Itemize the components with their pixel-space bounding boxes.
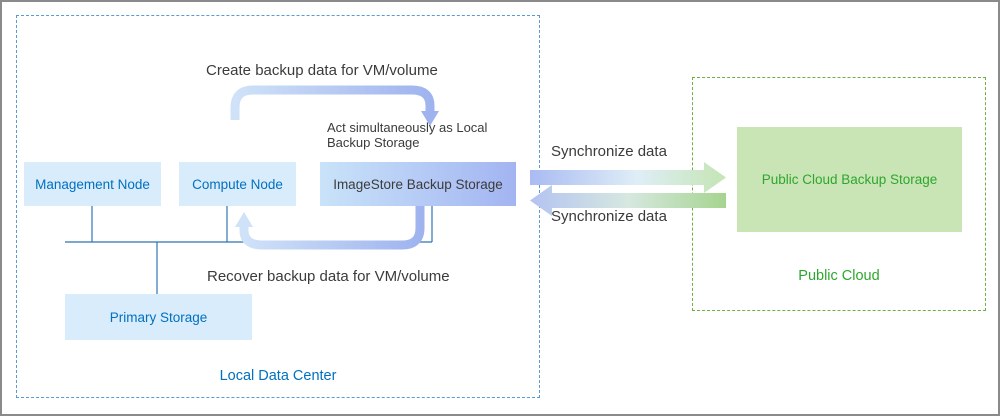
sync-to-cloud-arrow [530, 162, 726, 193]
public-cloud-backup-storage-box: Public Cloud Backup Storage [737, 127, 962, 232]
local-data-center-label: Local Data Center [219, 368, 337, 384]
sync-from-cloud-arrow [530, 185, 726, 216]
compute-node-label: Compute Node [192, 176, 283, 192]
compute-node-box: Compute Node [179, 162, 296, 206]
recover-backup-annotation: Recover backup data for VM/volume [207, 268, 450, 285]
primary-storage-box: Primary Storage [65, 294, 252, 340]
management-node-box: Management Node [24, 162, 161, 206]
primary-storage-label: Primary Storage [109, 309, 208, 325]
recover-backup-arrow [235, 206, 425, 250]
create-backup-arrow [230, 85, 439, 126]
management-node-label: Management Node [35, 176, 150, 192]
sync-from-cloud-annotation: Synchronize data [551, 208, 667, 225]
create-backup-annotation: Create backup data for VM/volume [206, 62, 438, 79]
imagestore-backup-storage-box: ImageStore Backup Storage [320, 162, 516, 206]
imagestore-backup-storage-label: ImageStore Backup Storage [333, 176, 503, 192]
public-cloud-backup-storage-label: Public Cloud Backup Storage [761, 172, 938, 187]
public-cloud-label: Public Cloud [798, 268, 880, 284]
act-as-local-backup-annotation: Act simultaneously as Local Backup Stora… [327, 120, 488, 151]
sync-to-cloud-annotation: Synchronize data [551, 143, 667, 160]
